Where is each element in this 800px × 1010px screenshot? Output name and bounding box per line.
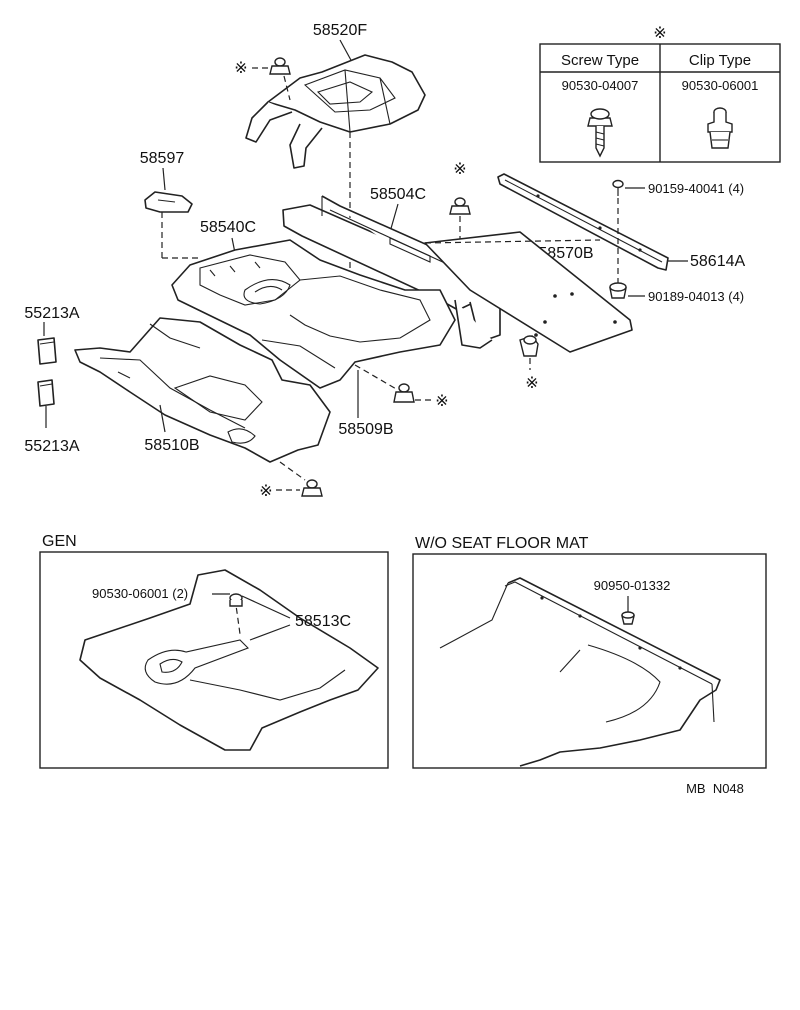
wo-clip-label: 90950-01332 xyxy=(594,578,671,593)
clip-58510B-bottom: ※ xyxy=(259,461,323,500)
label-90159-40041: 90159-40041 (4) xyxy=(648,181,744,196)
label-55213A-bottom: 55213A xyxy=(24,438,79,455)
legend-clip-header: Clip Type xyxy=(689,52,751,69)
label-58504C: 58504C xyxy=(370,186,426,203)
label-58510B: 58510B xyxy=(144,437,199,454)
label-58509B: 58509B xyxy=(338,421,393,438)
label-55213A-top: 55213A xyxy=(24,305,79,322)
fastener-legend: ※ Screw Type Clip Type 90530-04007 90530… xyxy=(539,25,781,163)
label-58614A: 58614A xyxy=(690,253,745,270)
gen-tray-label: 58513C xyxy=(295,613,351,630)
legend-screw-partno: 90530-04007 xyxy=(562,78,639,93)
marker-icon: ※ xyxy=(435,393,448,410)
reference-code: MB N048 xyxy=(686,781,744,796)
part-55213A-top: 55213A xyxy=(24,305,80,365)
part-58614A: 58614A xyxy=(497,173,745,271)
marker-icon: ※ xyxy=(525,375,538,392)
clip-58504C-right: ※ xyxy=(519,335,539,392)
screw-icon xyxy=(587,108,613,158)
inset-gen: GEN 90530-06001 (2) 58513C xyxy=(39,533,389,769)
label-58540C: 58540C xyxy=(200,219,256,236)
part-58509B: 58509B xyxy=(338,370,394,438)
clip-58520F-left: ※ xyxy=(234,57,291,101)
legend-clip-partno: 90530-06001 xyxy=(682,78,759,93)
marker-icon: ※ xyxy=(234,60,247,77)
part-58597: 58597 xyxy=(140,150,198,259)
legend-marker: ※ xyxy=(653,25,666,42)
part-58520F: 58520F xyxy=(245,22,426,169)
marker-icon: ※ xyxy=(259,483,272,500)
clip-58509B: ※ xyxy=(354,364,449,410)
part-58510B: 58510B xyxy=(74,317,331,463)
part-90189-04013: 90189-04013 (4) xyxy=(609,282,744,304)
clip-icon xyxy=(707,107,733,149)
inset-wo-seat-floor-mat: W/O SEAT FLOOR MAT 90950-01332 xyxy=(412,535,767,769)
part-90159-40041: 90159-40041 (4) xyxy=(612,179,744,284)
gen-frame xyxy=(39,551,389,769)
marker-icon: ※ xyxy=(453,161,466,178)
wo-frame xyxy=(412,553,767,769)
part-58540C: 58540C xyxy=(171,219,456,389)
label-90189-04013: 90189-04013 (4) xyxy=(648,289,744,304)
label-58597: 58597 xyxy=(140,150,185,167)
gen-title: GEN xyxy=(42,533,77,550)
wo-title: W/O SEAT FLOOR MAT xyxy=(415,535,589,552)
clip-58570B-top: ※ xyxy=(449,161,471,240)
gen-clip-label: 90530-06001 (2) xyxy=(92,586,188,601)
part-55213A-bottom: 55213A xyxy=(24,379,80,455)
label-58520F: 58520F xyxy=(313,22,367,39)
legend-screw-header: Screw Type xyxy=(561,52,639,69)
part-58570B: 58570B xyxy=(424,231,633,353)
